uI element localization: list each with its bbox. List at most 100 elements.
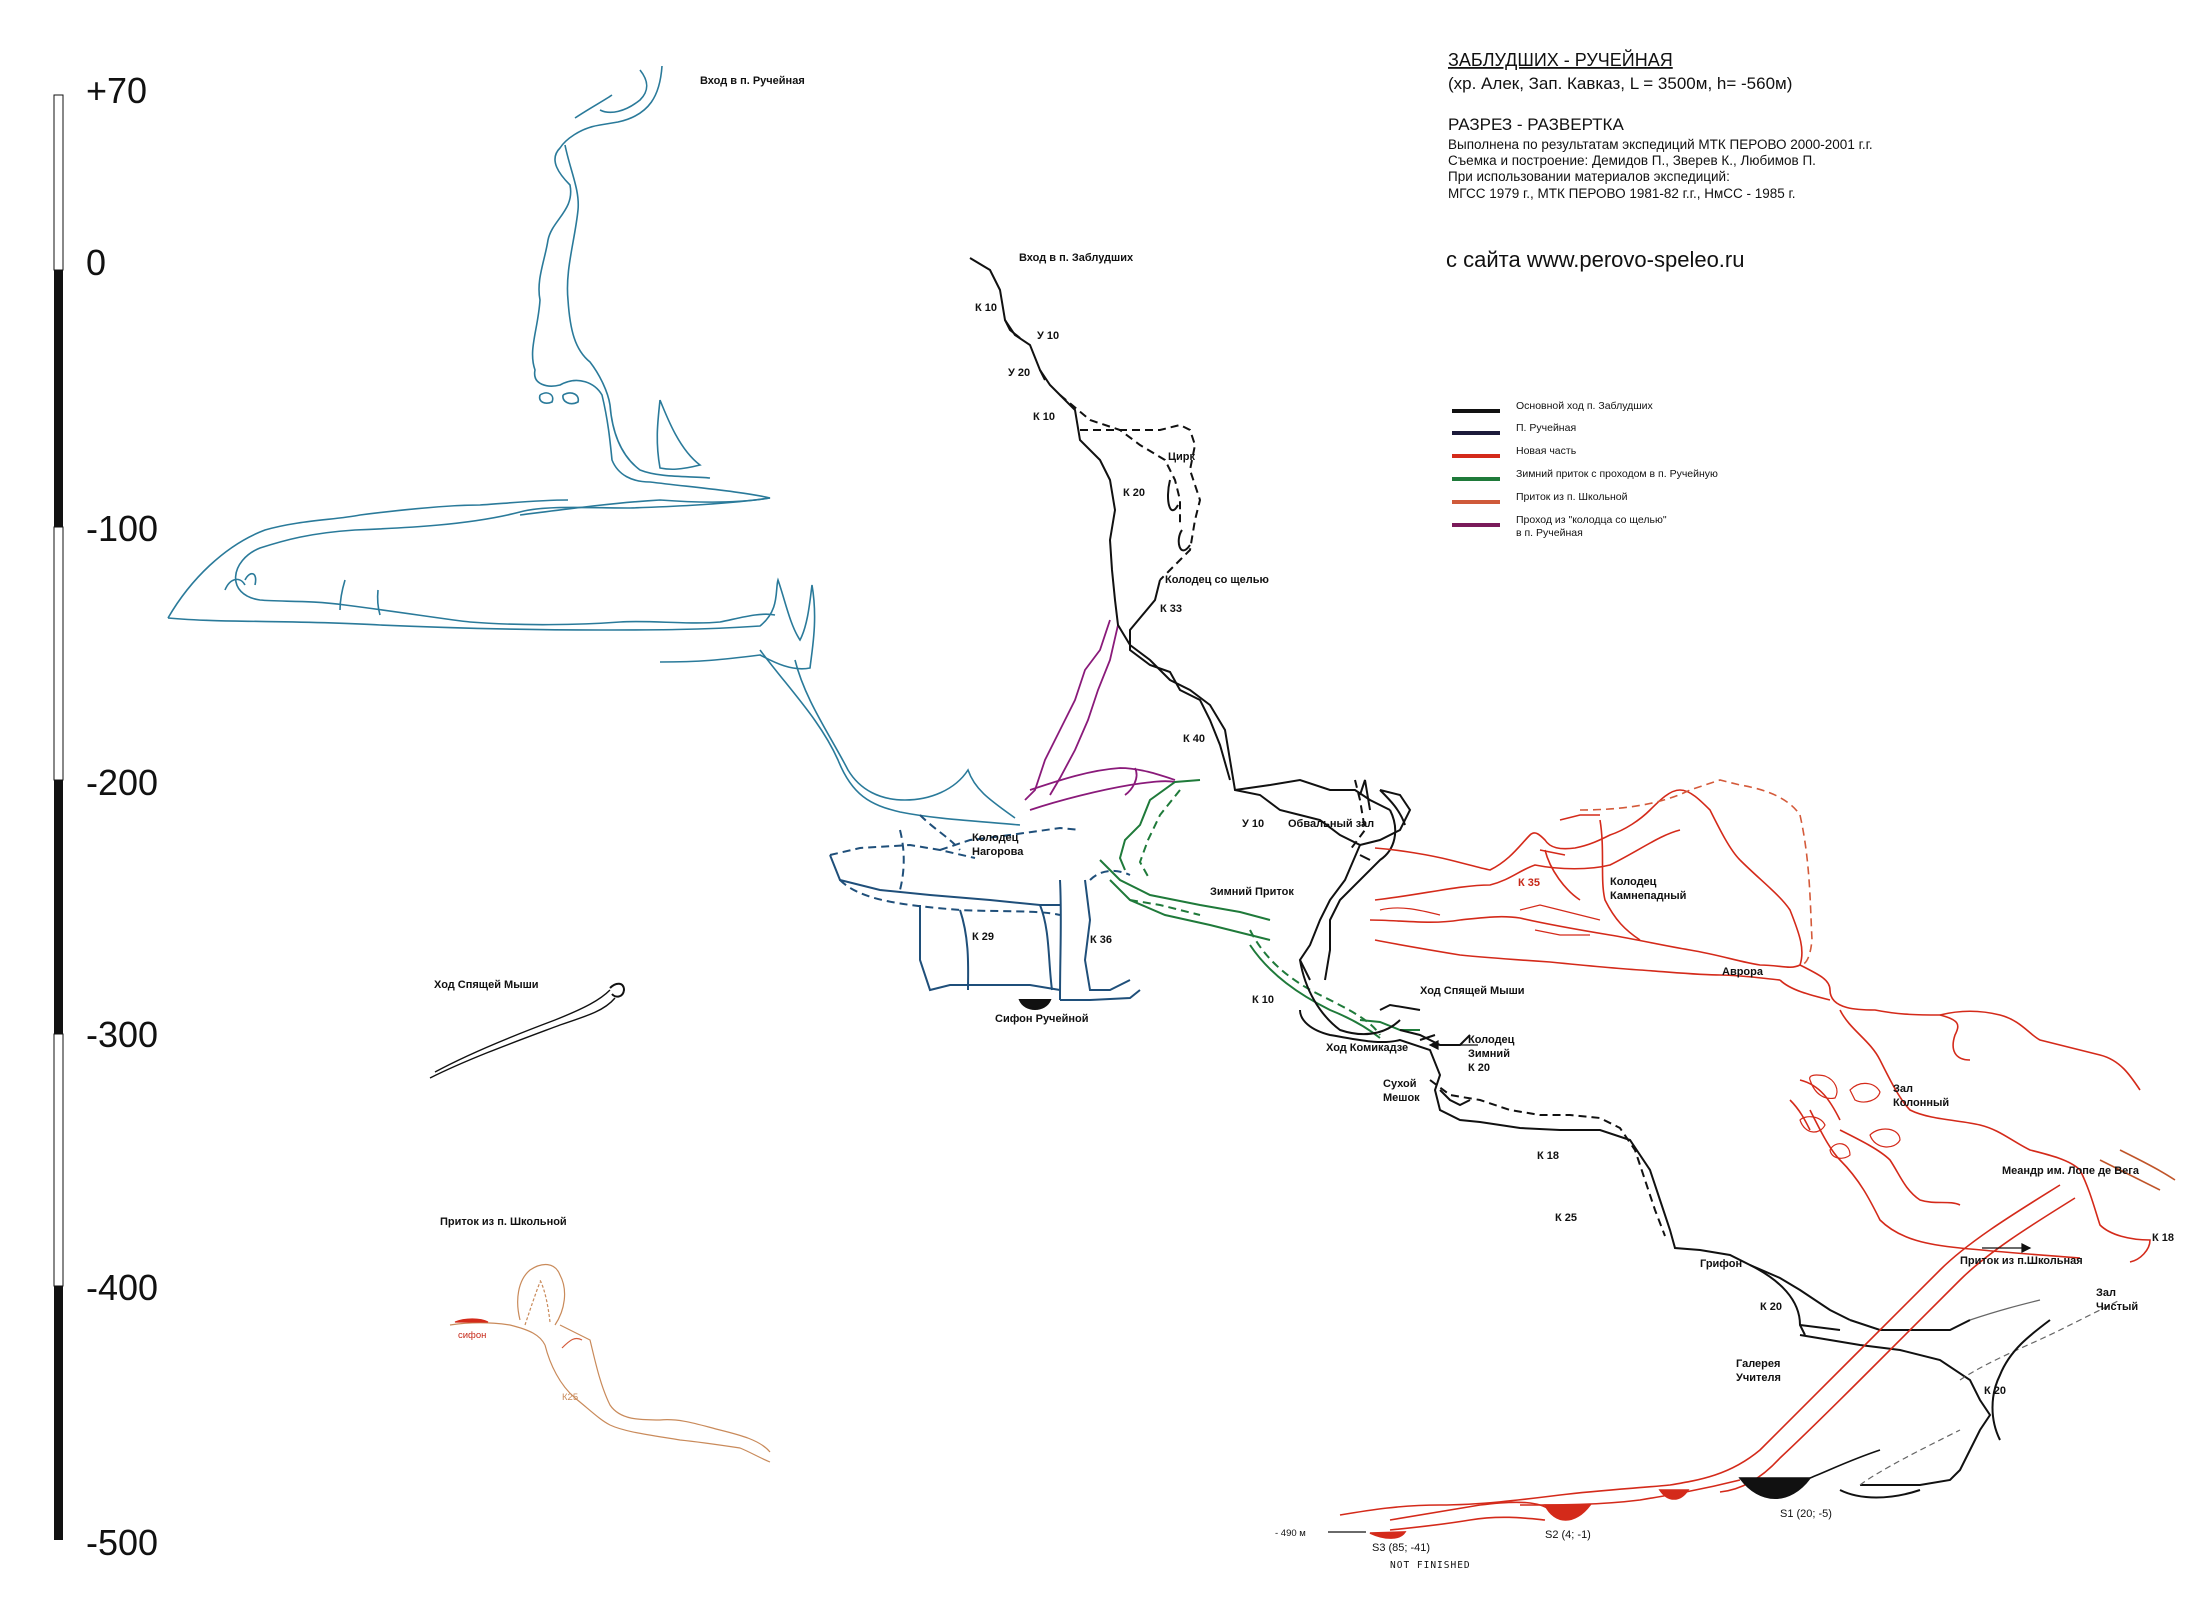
passage-outline: [429, 997, 616, 1079]
label-sifon-small: сифон: [458, 1330, 486, 1341]
passage-outline: [1799, 1334, 1992, 1486]
legend: Основной ход п. Заблудших П. Ручейная Но…: [1452, 400, 1718, 539]
label-kol-zim1: Колодец: [1468, 1034, 1515, 1046]
label-k20a: К 20: [1123, 487, 1145, 499]
label-suh1: Сухой: [1383, 1078, 1417, 1090]
site-link[interactable]: с сайта www.perovo-speleo.ru: [1446, 247, 1744, 272]
scale-tick-label: -500: [86, 1522, 158, 1563]
passage-outline: [899, 814, 961, 891]
passage-outline: [2099, 1149, 2176, 1191]
legend-entry: в п. Ручейная: [1516, 527, 1583, 539]
scale-segment-black: [54, 270, 63, 527]
passage-outline: [1089, 869, 1131, 881]
label-k35: К 35: [1518, 877, 1540, 889]
passage-outline: [1389, 1501, 1551, 1521]
passage-outline: [1859, 1429, 1961, 1486]
passage-outline: [1374, 939, 1781, 981]
passage-outline: [794, 659, 1016, 819]
label-sifon-ruch: Сифон Ручейной: [995, 1013, 1088, 1025]
label-u20: У 20: [1008, 367, 1030, 379]
label-hod-sp-arrow: Ход Спящей Мыши: [1420, 985, 1525, 997]
passage-outline: [1939, 1010, 2141, 1091]
passage-outline: [224, 572, 257, 591]
passage-outline: [1059, 394, 1181, 525]
passage-outline: [1869, 1128, 1901, 1148]
passage-outline: [1249, 929, 1381, 1036]
label-kol-nag1: Колодец: [972, 832, 1019, 844]
label-zal-kol2: Колонный: [1893, 1097, 1949, 1109]
passage-outline: [1849, 1082, 1881, 1103]
label-k40: К 40: [1183, 733, 1205, 745]
passage-outline: [1829, 1143, 1851, 1159]
passage-outline: [1534, 929, 1590, 936]
passage-outline: [1138, 789, 1181, 881]
label-k20b: К 20: [1760, 1301, 1782, 1313]
passage-outline: [1059, 879, 1062, 1001]
passage-outline: [959, 909, 970, 991]
scale-tick-label: +70: [86, 70, 147, 111]
siphon-red-small: [1658, 1489, 1690, 1500]
ruchejnaya-lower-passage: [829, 814, 1141, 1010]
passage-outline: [1839, 1009, 2081, 1171]
passage-outline: [1029, 780, 1176, 811]
passage-outline: [1429, 1079, 1666, 1237]
siphon-s3: [1369, 1531, 1407, 1539]
passage-outline: [1439, 1089, 1471, 1107]
label-grifon: Грифон: [1700, 1258, 1742, 1270]
passage-outline: [1324, 809, 1397, 981]
label-hod-kom: Ход Комикадзе: [1326, 1042, 1408, 1054]
passage-outline: [609, 982, 626, 998]
arrow-head: [2021, 1243, 2032, 1253]
scale-segment-white: [53, 94, 64, 271]
scale-tick-label: -300: [86, 1014, 158, 1055]
label-s1: S1 (20; -5): [1780, 1508, 1832, 1520]
passage-outline: [339, 579, 381, 616]
arrow-head: [1428, 1040, 1439, 1050]
label-k25-small: К25: [562, 1392, 578, 1403]
legend-entry: Основной ход п. Заблудших: [1516, 400, 1654, 412]
legend-entry: П. Ручейная: [1516, 422, 1576, 434]
label-gal1: Галерея: [1736, 1358, 1780, 1370]
legend-entry: Зимний приток с проходом в п. Ручейную: [1516, 468, 1718, 480]
ruchejnaya-upper-passage: [167, 65, 1021, 826]
passage-from-kolodec-so-shelyu: [1024, 619, 1176, 811]
label-k18a: К 18: [1537, 1150, 1559, 1162]
label-not-finished: NOT FINISHED: [1390, 1560, 1471, 1571]
label-k36: К 36: [1090, 934, 1112, 946]
arrows: [1328, 1040, 2032, 1533]
passage-outline: [1118, 779, 1201, 871]
passage-outline: [1389, 1516, 1546, 1531]
passage-outline: [1959, 1299, 2121, 1381]
passage-outline: [1579, 779, 1801, 816]
label-k33: К 33: [1160, 603, 1182, 615]
passage-outline: [167, 577, 816, 670]
passage-outline: [1779, 979, 1831, 1001]
winter-tributary: [1099, 779, 1420, 1039]
passage-outline: [759, 649, 1021, 826]
scale-tick-label: -400: [86, 1267, 158, 1308]
map-title: ЗАБЛУДШИХ - РУЧЕЙНАЯ: [1448, 49, 1673, 70]
passage-outline: [1004, 319, 1046, 381]
label-pritok-school-arrow: Приток из п.Школьная: [1960, 1255, 2083, 1267]
passage-outline: [1559, 814, 1600, 821]
passage-outline: [167, 499, 569, 619]
passage-outline: [1519, 904, 1601, 921]
passage-outline: [574, 69, 648, 119]
passage-outline: [524, 1279, 551, 1326]
label-zal-kol1: Зал: [1893, 1083, 1913, 1095]
label-entrance-zabl: Вход в п. Заблудших: [1019, 252, 1134, 264]
label-zal-ch2: Чистый: [2096, 1301, 2138, 1313]
label-k10a: К 10: [975, 302, 997, 314]
passage-outline: [1799, 1116, 1826, 1133]
depth-scale: +70 0 -100 -200 -300 -400 -500: [53, 70, 158, 1563]
passage-outline: [1719, 1197, 2076, 1493]
label-k20c: К 20: [1984, 1385, 2006, 1397]
label-meandr: Меандр им. Лопе де Вега: [2002, 1165, 2140, 1177]
label-u10a: У 10: [1037, 330, 1059, 342]
passage-outline: [1739, 859, 1803, 966]
label-kol-kam1: Колодец: [1610, 876, 1657, 888]
label-k29: К 29: [972, 931, 994, 943]
credit-line: МГСС 1979 г., МТК ПЕРОВО 1981-82 г.г., Н…: [1448, 186, 1796, 201]
passage-outline: [919, 905, 1061, 992]
